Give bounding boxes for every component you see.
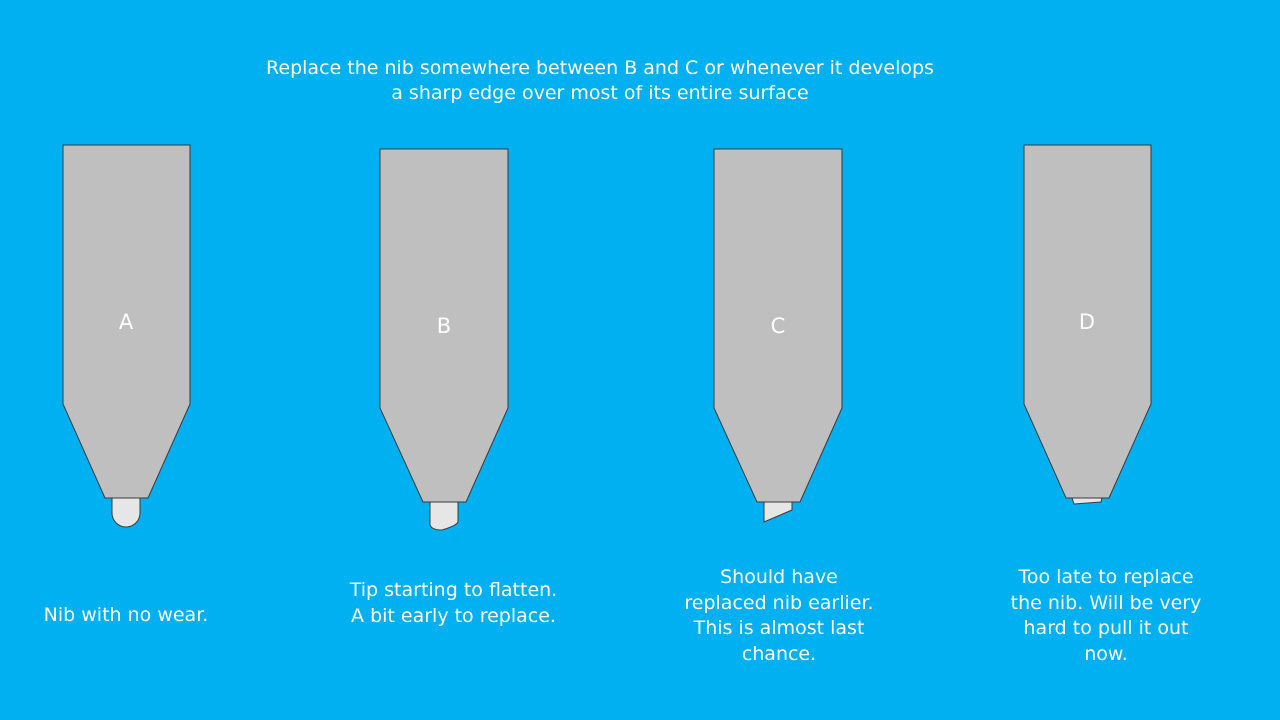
nib-tip-d <box>1071 497 1103 505</box>
pen-letter-a: A <box>119 310 134 334</box>
pen-a: A <box>62 144 191 528</box>
pen-letter-b: B <box>437 314 451 338</box>
pen-letter-c: C <box>771 314 786 338</box>
caption-a: Nib with no wear. <box>43 604 209 626</box>
pen-c: C <box>713 148 843 523</box>
caption-d: Too late to replace the nib. Will be ver… <box>1010 566 1202 665</box>
headline: Replace the nib somewhere between B and … <box>250 56 950 106</box>
pen-body-c <box>713 148 843 503</box>
pen-body-b <box>379 148 509 503</box>
headline-line-1: Replace the nib somewhere between B and … <box>266 57 934 79</box>
pen-b: B <box>379 148 509 531</box>
pen-body-d <box>1023 144 1152 499</box>
nib-tip-c <box>763 501 793 523</box>
pen-body-a <box>62 144 191 499</box>
nib-tip-b <box>429 501 459 531</box>
headline-line-2: a sharp edge over most of its entire sur… <box>391 82 809 104</box>
caption-c: Should have replaced nib earlier. This i… <box>684 566 874 665</box>
caption-b: Tip starting to flatten. A bit early to … <box>349 579 558 627</box>
pen-letter-d: D <box>1079 310 1095 334</box>
pen-d: D <box>1023 144 1152 505</box>
nib-tip-a <box>111 497 141 528</box>
